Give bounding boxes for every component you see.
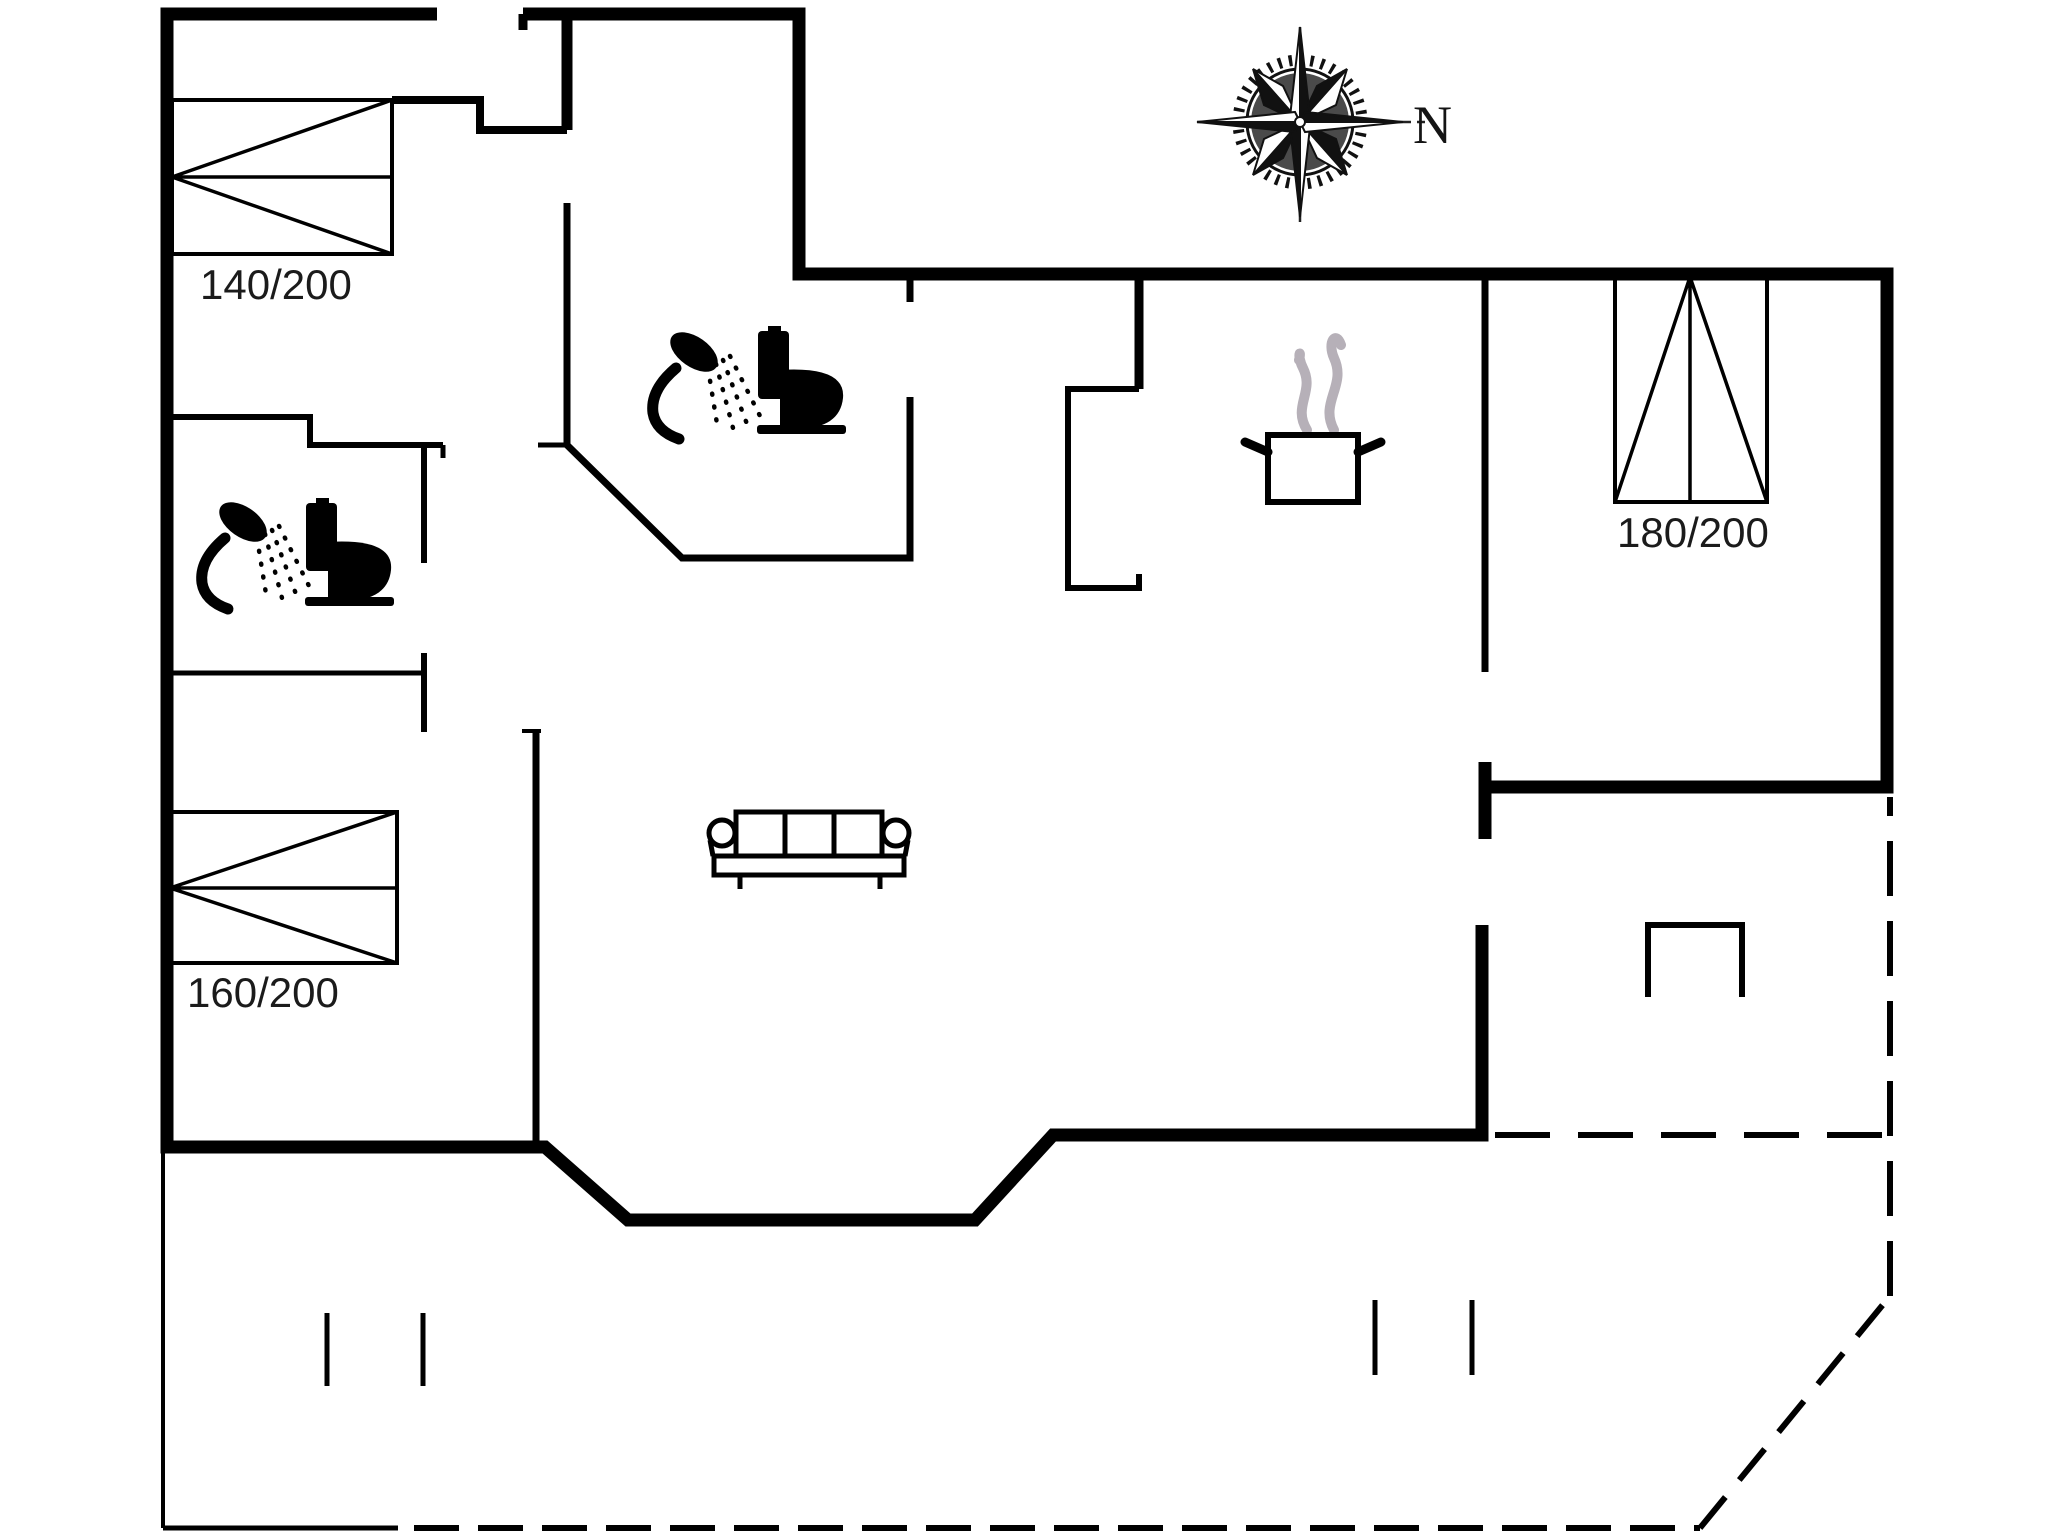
bed-140-icon: 140/200 <box>170 98 394 308</box>
bathroom2-north-wall <box>170 414 443 448</box>
kitchen-peninsula <box>1065 386 1142 591</box>
shower-icon <box>647 332 763 445</box>
cooking-pot-icon <box>1240 432 1386 505</box>
bedroom1-step-wall <box>392 96 567 134</box>
steam-icon <box>1294 333 1346 435</box>
terrace-lines <box>161 1147 1475 1531</box>
bed-160-icon: 160/200 <box>168 810 399 1016</box>
terrace-dashed-diagonal <box>1697 1294 1893 1530</box>
exterior-wall-west-south <box>160 7 1489 1227</box>
exterior-walls <box>160 7 1894 1227</box>
interior-walls <box>167 14 1745 1145</box>
bed-180-icon: 180/200 <box>1613 275 1769 556</box>
shower-icon <box>196 502 312 615</box>
toilet-icon <box>757 326 846 434</box>
bench-fixture <box>1645 922 1745 997</box>
bed-label-140: 140/200 <box>200 261 352 308</box>
bathroom1-south-east-wall <box>564 397 914 562</box>
north-label: N <box>1413 95 1452 155</box>
sofa-icon <box>706 809 912 889</box>
exterior-wall-north-east <box>523 7 1894 794</box>
terrace-dashed-boundary <box>414 797 1893 1531</box>
toilet-icon <box>305 498 394 606</box>
bed-label-180: 180/200 <box>1617 509 1769 556</box>
bed-label-160: 160/200 <box>187 969 339 1016</box>
compass-rose-icon: N <box>1196 26 1452 222</box>
